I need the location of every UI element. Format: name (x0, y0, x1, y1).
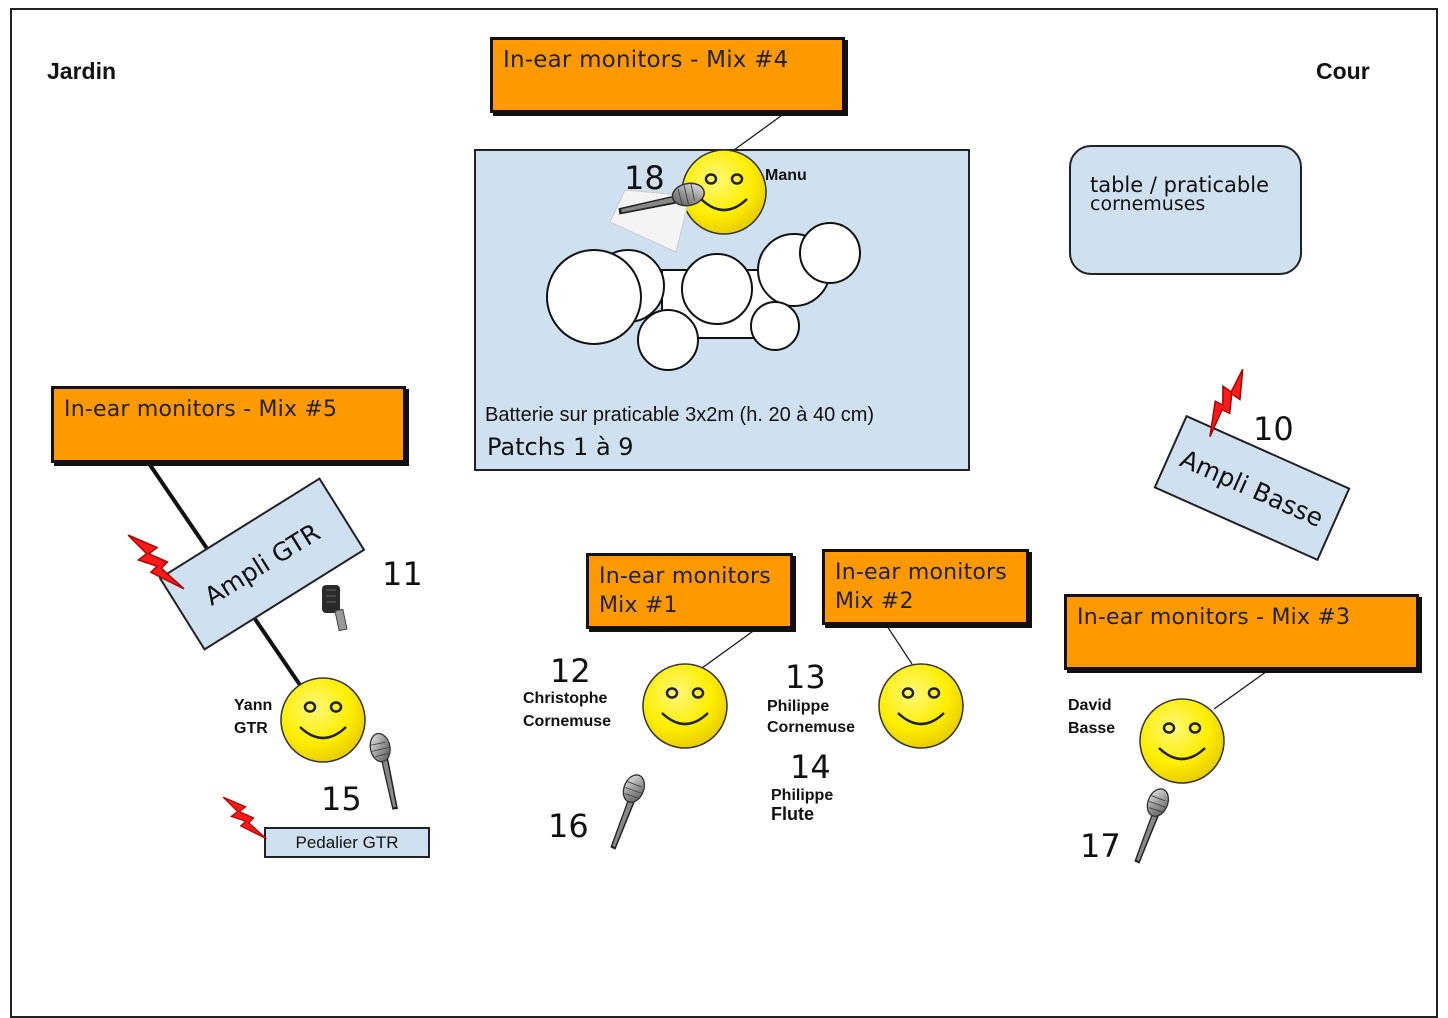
smiley-icon (877, 662, 965, 750)
microphone-icon (1133, 784, 1174, 868)
patch-number-14: 14 (790, 748, 831, 786)
musician-name: Christophe (523, 690, 608, 707)
musician-name: Philippe (767, 698, 830, 715)
power-lightning-icon (1192, 368, 1261, 438)
monitor-mix-4-label: In-ear monitors - Mix #4 (503, 47, 789, 73)
pedalboard-label: Pedalier GTR (295, 832, 399, 852)
musician-yann: Yann GTR (234, 694, 272, 740)
monitor-mix-2-line1: In-ear monitors (835, 560, 1007, 585)
musician-philippe-flute: Philippe Flute (771, 787, 833, 823)
mix2-connector (886, 625, 913, 665)
drum-riser-caption: Batterie sur praticable 3x2m (h. 20 à 40… (485, 404, 875, 426)
monitor-mix-5-label: In-ear monitors - Mix #5 (64, 397, 338, 422)
microphone-icon (609, 770, 650, 854)
monitor-mix-2: In-ear monitors Mix #2 (822, 549, 1029, 625)
patch-number-10: 10 (1253, 410, 1294, 448)
table-line2: cornemuses (1090, 193, 1206, 215)
power-lightning-icon (127, 534, 185, 590)
smiley-icon (1138, 697, 1226, 785)
microphone-icon (322, 585, 348, 632)
side-label-jardin: Jardin (47, 58, 117, 84)
monitor-mix-3-label: In-ear monitors - Mix #3 (1077, 605, 1351, 630)
side-label-cour: Cour (1316, 58, 1370, 84)
monitor-mix-2-line2: Mix #2 (835, 589, 914, 614)
mix4-connector (733, 112, 786, 151)
power-lightning-icon (222, 796, 267, 840)
musician-name-manu: Manu (765, 167, 807, 184)
guitar-pedalboard: Pedalier GTR (264, 827, 430, 858)
musician-name: David (1068, 697, 1112, 714)
patch-number-18: 18 (624, 159, 665, 197)
microphone-icon (358, 728, 420, 812)
mix3-connector (1213, 668, 1271, 710)
musician-philippe-cornemuse: Philippe Cornemuse (767, 696, 855, 738)
mix1-connector (701, 628, 757, 669)
monitor-mix-1-line2: Mix #1 (599, 593, 678, 618)
musician-role: Flute (771, 804, 814, 824)
musician-role: GTR (234, 720, 268, 737)
microphone-icon (609, 170, 710, 253)
monitor-mix-3: In-ear monitors - Mix #3 (1064, 594, 1419, 670)
musician-role: Cornemuse (523, 713, 612, 730)
patch-number-15: 15 (321, 780, 362, 818)
table-line1: table / praticable (1090, 173, 1270, 197)
musician-name: Yann (234, 697, 273, 714)
patch-number-13: 13 (785, 658, 826, 696)
smiley-icon (279, 676, 367, 764)
patch-number-12: 12 (550, 652, 591, 690)
drum-patchs-label: Patchs 1 à 9 (487, 433, 634, 461)
monitor-mix-1: In-ear monitors Mix #1 (586, 553, 793, 629)
patch-number-11: 11 (382, 555, 423, 593)
smiley-icon (641, 662, 729, 750)
patch-number-17: 17 (1080, 827, 1121, 865)
monitor-mix-1-line1: In-ear monitors (599, 564, 771, 589)
patch-number-16: 16 (548, 807, 589, 845)
bagpipe-table (1069, 145, 1302, 275)
drum-icon (546, 222, 861, 371)
monitor-mix-4: In-ear monitors - Mix #4 (490, 37, 845, 113)
musician-role: Cornemuse (767, 719, 856, 736)
monitor-mix-5: In-ear monitors - Mix #5 (51, 386, 406, 463)
musician-christophe: Christophe Cornemuse (523, 687, 611, 733)
musician-role: Basse (1068, 720, 1116, 737)
musician-name: Philippe (771, 787, 834, 804)
musician-david: David Basse (1068, 694, 1115, 740)
